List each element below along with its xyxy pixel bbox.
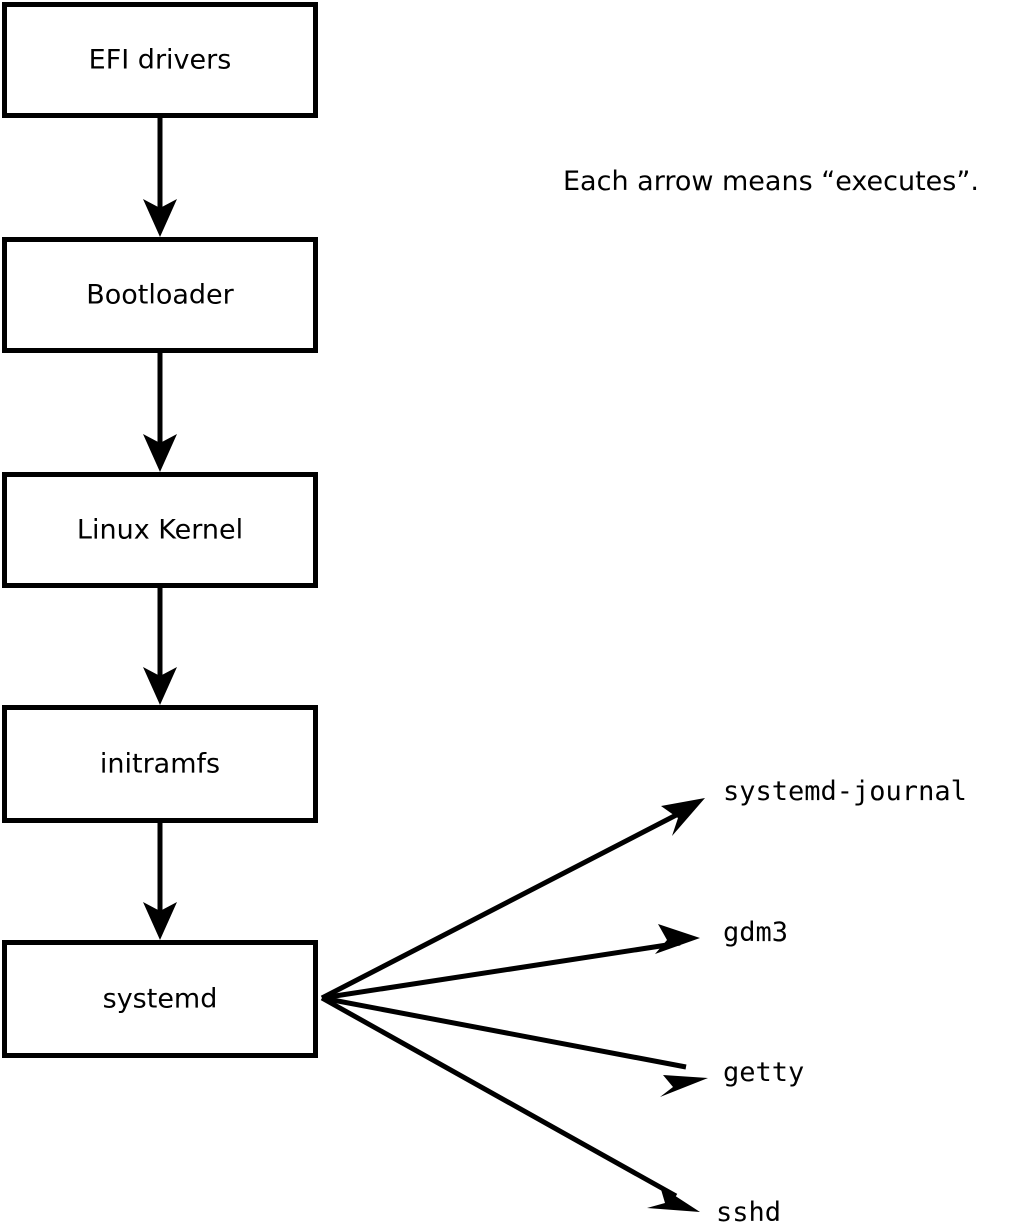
box-label-efi-drivers: EFI drivers [89,45,232,76]
box-label-systemd: systemd [103,984,218,1015]
arrow-systemd-to-getty [321,995,708,1097]
arrow-systemd-to-systemd-journal [320,798,705,1001]
box-systemd[interactable]: systemd [2,940,318,1058]
arrow-systemd-to-gdm3 [321,924,700,1001]
service-label-gdm3: gdm3 [723,917,788,948]
service-labels: systemd-journal gdm3 getty sshd [716,776,967,1228]
arrow-systemd-to-sshd [320,995,700,1212]
arrow-linux-kernel-to-initramfs [143,588,177,705]
box-label-linux-kernel: Linux Kernel [77,515,243,546]
box-label-initramfs: initramfs [100,749,220,780]
arrow-initramfs-to-systemd [143,823,177,940]
boot-flow-arrows [143,118,177,940]
service-label-systemd-journal: systemd-journal [723,776,967,807]
boot-stage-boxes: EFI drivers Bootloader Linux Kernel init… [2,2,318,1058]
service-fanout-arrows [320,798,708,1212]
service-label-getty: getty [723,1057,804,1088]
box-label-bootloader: Bootloader [86,280,234,311]
arrow-efi-drivers-to-bootloader [143,118,177,237]
box-linux-kernel[interactable]: Linux Kernel [2,472,318,588]
service-label-sshd: sshd [716,1197,781,1228]
box-initramfs[interactable]: initramfs [2,705,318,823]
box-bootloader[interactable]: Bootloader [2,237,318,353]
box-efi-drivers[interactable]: EFI drivers [2,2,318,118]
diagram-caption: Each arrow means “executes”. [563,166,979,197]
arrow-bootloader-to-linux-kernel [143,353,177,472]
